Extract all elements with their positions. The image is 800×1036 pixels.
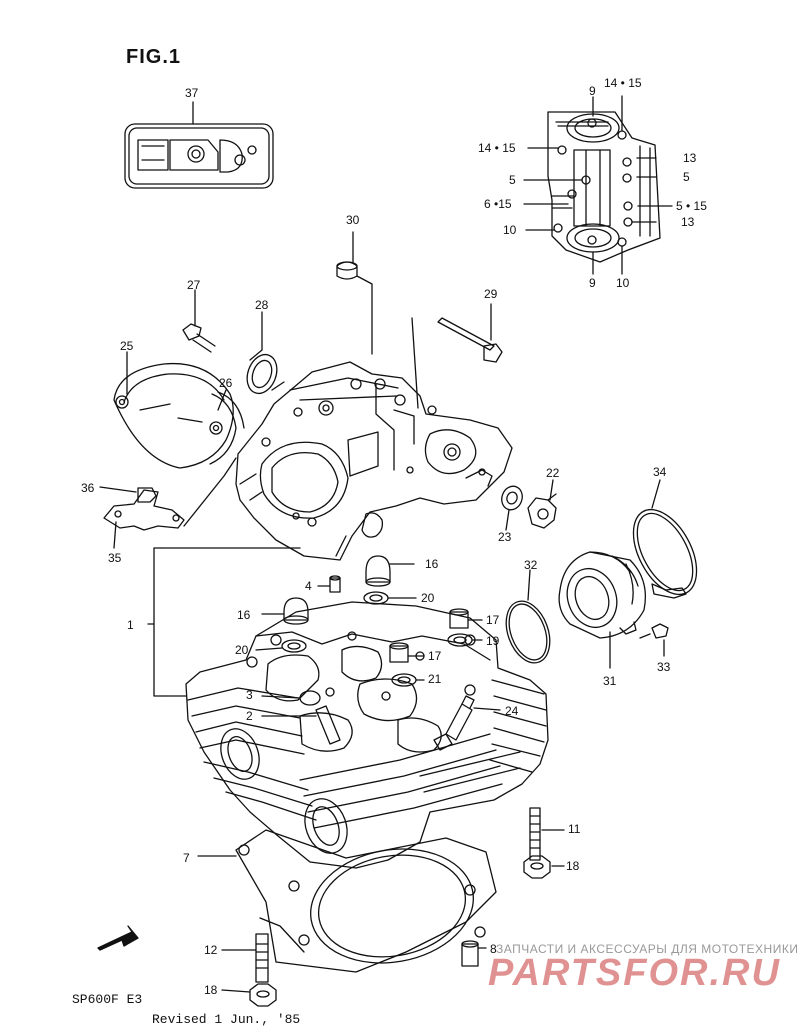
callout-19: 19: [486, 634, 500, 648]
callout-10-left: 10: [503, 223, 517, 237]
callout-3: 3: [246, 688, 253, 702]
callout-24: 24: [505, 704, 519, 718]
callout-17-right: 17: [486, 613, 500, 627]
cylinder-head-cover: [235, 317, 513, 561]
watermark-subtitle: ЗАПЧАСТИ И АКСЕССУАРЫ ДЛЯ МОТОТЕХНИКИ: [496, 942, 799, 956]
stud-11: [529, 807, 565, 861]
callout-27: 27: [187, 278, 201, 292]
callout-31: 31: [603, 674, 617, 688]
callout-21: 21: [428, 672, 442, 686]
washer-21: [391, 673, 425, 687]
o-ring-32: [505, 569, 551, 664]
washer-19: [447, 633, 483, 647]
callout-9-bottom: 9: [589, 276, 596, 290]
o-ring-3: [261, 690, 321, 706]
callout-35: 35: [108, 551, 122, 565]
plug-30: [336, 231, 373, 355]
watermark-brand: PARTSFOR.RU: [488, 952, 781, 994]
callout-36: 36: [81, 481, 95, 495]
bracket-35: [99, 457, 237, 549]
spark-plug-24: [433, 695, 501, 751]
clamp-34: [632, 479, 698, 599]
callout-23: 23: [498, 530, 512, 544]
dowel-8: [461, 940, 487, 967]
nut-17a: [449, 608, 483, 629]
revision-note: Revised 1 Jun., '85: [152, 1012, 301, 1027]
bolt-29: [437, 303, 503, 363]
callout-2: 2: [246, 709, 253, 723]
callout-4: 4: [305, 579, 312, 593]
callout-17-mid: 17: [428, 649, 442, 663]
figure-title: FIG.1: [126, 46, 182, 68]
washer-23: [501, 485, 523, 531]
callout-5-15: 5 • 15: [676, 199, 707, 213]
callout-25: 25: [120, 339, 134, 353]
seal-28: [246, 311, 285, 395]
callout-14-15-top: 14 • 15: [604, 76, 642, 90]
callout-16-top: 16: [425, 557, 439, 571]
callout-9-top: 9: [589, 84, 596, 98]
callout-32: 32: [524, 558, 538, 572]
gasket-set-37: [124, 101, 274, 189]
callout-28: 28: [255, 298, 269, 312]
screw-33: [639, 623, 669, 657]
washer-20a: [363, 591, 417, 605]
callout-37: 37: [185, 86, 199, 100]
callout-20-left: 20: [235, 643, 249, 657]
flange-nut-18b: [221, 983, 277, 1007]
callout-8: 8: [490, 942, 497, 956]
bolt-22: [527, 479, 557, 529]
callout-11: 11: [568, 822, 581, 836]
callout-34: 34: [653, 465, 667, 479]
callout-14-15-left: 14 • 15: [478, 141, 516, 155]
fwd-arrow-icon: [97, 925, 139, 951]
callout-33: 33: [657, 660, 671, 674]
callout-30: 30: [346, 213, 360, 227]
callout-12: 12: [204, 943, 218, 957]
callout-5-left: 5: [509, 173, 516, 187]
flange-nut-18a: [523, 855, 565, 879]
dowel-4: [317, 575, 341, 593]
stud-2: [261, 705, 341, 745]
nut-17b: [389, 642, 425, 663]
stud-12: [221, 933, 269, 983]
bracket-1: [147, 547, 301, 697]
intake-pipe-31: [558, 551, 647, 669]
callout-18-right: 18: [566, 859, 580, 873]
callout-5-right: 5: [683, 170, 690, 184]
bolt-27: [182, 289, 216, 353]
callout-6-15: 6 •15: [484, 197, 512, 211]
cap-nut-16b: [261, 597, 309, 625]
callout-7: 7: [183, 851, 190, 865]
callout-1: 1: [127, 618, 134, 632]
washer-20b: [255, 639, 307, 653]
callout-20-right: 20: [421, 591, 435, 605]
head-bolt-layout-inset: [523, 95, 673, 275]
callout-22: 22: [546, 466, 560, 480]
callout-26: 26: [219, 376, 233, 390]
cap-nut-16a: [365, 555, 415, 587]
head-gasket-7: [197, 829, 497, 973]
callout-29: 29: [484, 287, 498, 301]
callout-13-bottom: 13: [681, 215, 695, 229]
callout-16-left: 16: [237, 608, 251, 622]
cylinder-head: [185, 601, 549, 869]
callout-18-left: 18: [204, 983, 218, 997]
model-code: SP600F E3: [72, 992, 143, 1007]
callout-10-bottom: 10: [616, 276, 630, 290]
cover-25: [113, 351, 245, 469]
callout-13-top: 13: [683, 151, 697, 165]
